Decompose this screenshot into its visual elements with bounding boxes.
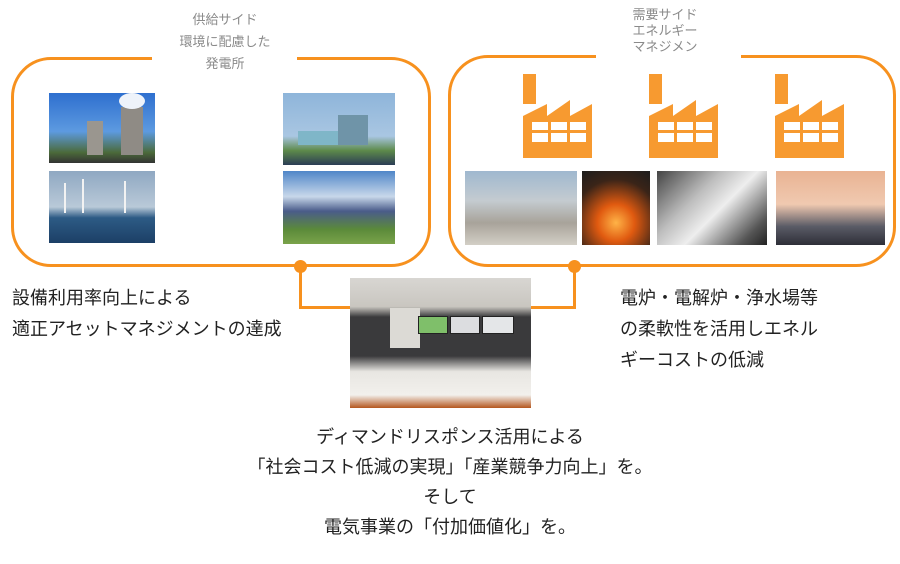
supply-connector-dot: [294, 260, 307, 273]
gas-power-plant-photo: [283, 93, 395, 165]
left-description: 設備利用率向上による 適正アセットマネジメントの達成: [12, 288, 282, 340]
wind-and-solar-photo: [49, 171, 155, 243]
factory-icon: [649, 74, 718, 158]
nuclear-cooling-towers-photo: [49, 93, 155, 163]
factory-icon: [775, 74, 844, 158]
paper-mill-photo: [657, 171, 767, 245]
cement-plant-photo: [465, 171, 577, 245]
solar-panels-field-photo: [283, 171, 395, 244]
demand-side-caption: 需要サイド エネルギー マネジメン: [632, 8, 698, 55]
right-description: 電炉・電解炉・浄水場等 の柔軟性を活用しエネル ギーコストの低減: [620, 288, 818, 371]
demand-connector-dot: [568, 260, 581, 273]
refinery-photo: [776, 171, 885, 245]
factory-icon: [523, 74, 592, 158]
control-room-photo: [350, 278, 531, 408]
bottom-message: ディマンドリスポンス活用による 「社会コスト低減の実現」「産業競争力向上」を。 …: [247, 427, 653, 538]
steel-furnace-photo: [582, 171, 650, 245]
supply-side-caption: 供給サイド 環境に配慮した 発電所: [179, 13, 271, 72]
